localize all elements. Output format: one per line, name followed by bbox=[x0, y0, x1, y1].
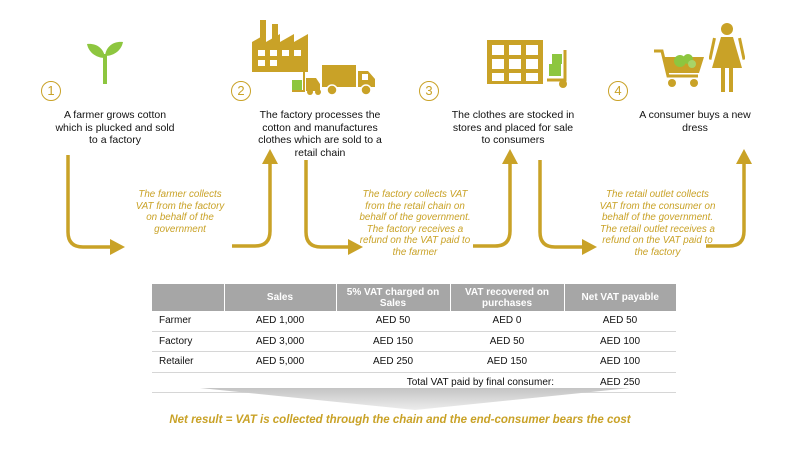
table-cell: Farmer bbox=[152, 311, 224, 332]
table-cell: AED 1,000 bbox=[224, 311, 336, 332]
table-cell: AED 100 bbox=[564, 331, 676, 352]
table-cell: AED 150 bbox=[336, 331, 450, 352]
net-result-text: Net result = VAT is collected through th… bbox=[169, 414, 631, 426]
hand-truck-icon bbox=[547, 50, 567, 88]
delivery-truck-icon bbox=[322, 65, 375, 96]
arrowhead-4 bbox=[502, 149, 518, 164]
store-icon bbox=[487, 40, 543, 84]
table-cell: AED 3,000 bbox=[224, 331, 336, 352]
table-cell: AED 250 bbox=[336, 351, 450, 373]
table-cell: AED 50 bbox=[336, 311, 450, 332]
table-header-vat-recovered: VAT recovered on purchases bbox=[450, 284, 565, 311]
table-header-row: Sales 5% VAT charged on Sales VAT recove… bbox=[152, 284, 676, 311]
result-funnel bbox=[200, 388, 630, 410]
arrowhead-1 bbox=[110, 239, 125, 255]
forklift-icon bbox=[292, 70, 321, 95]
table-row: Retailer AED 5,000 AED 250 AED 150 AED 1… bbox=[152, 351, 676, 373]
factory-icon bbox=[252, 20, 308, 72]
shopping-cart-icon bbox=[654, 49, 704, 87]
table-header-blank bbox=[152, 284, 225, 311]
table-cell: AED 150 bbox=[450, 351, 564, 373]
table-cell: Factory bbox=[152, 331, 224, 352]
sprout-icon bbox=[87, 41, 123, 84]
woman-icon bbox=[709, 23, 745, 92]
step-number-1: 1 bbox=[41, 81, 61, 101]
step-number-2: 2 bbox=[231, 81, 251, 101]
arrowhead-3 bbox=[348, 239, 363, 255]
flow-arrow-3 bbox=[304, 160, 350, 249]
step-number-4: 4 bbox=[608, 81, 628, 101]
flow-arrow-1 bbox=[66, 155, 112, 249]
flow-arrow-2 bbox=[232, 162, 272, 248]
flow-arrow-5 bbox=[538, 160, 584, 249]
table-row: Farmer AED 1,000 AED 50 AED 0 AED 50 bbox=[152, 311, 676, 332]
table-header-vat-charged: 5% VAT charged on Sales bbox=[336, 284, 451, 311]
flow-arrow-6 bbox=[706, 162, 746, 248]
flow-arrow-4 bbox=[473, 162, 512, 248]
vat-table: Sales 5% VAT charged on Sales VAT recove… bbox=[152, 284, 676, 393]
table-cell: AED 50 bbox=[564, 311, 676, 332]
table-cell: AED 50 bbox=[450, 331, 564, 352]
step-number-3: 3 bbox=[419, 81, 439, 101]
table-cell: AED 100 bbox=[564, 351, 676, 373]
table-header-sales: Sales bbox=[224, 284, 337, 311]
table-cell: AED 0 bbox=[450, 311, 564, 332]
total-value: AED 250 bbox=[564, 372, 676, 393]
table-cell: Retailer bbox=[152, 351, 224, 373]
arrowhead-6 bbox=[736, 149, 752, 164]
table-row: Factory AED 3,000 AED 150 AED 50 AED 100 bbox=[152, 331, 676, 352]
table-cell: AED 5,000 bbox=[224, 351, 336, 373]
arrowhead-2 bbox=[262, 149, 278, 164]
table-header-net-vat: Net VAT payable bbox=[564, 284, 676, 311]
flow-arrows bbox=[66, 149, 752, 255]
arrowhead-5 bbox=[582, 239, 597, 255]
